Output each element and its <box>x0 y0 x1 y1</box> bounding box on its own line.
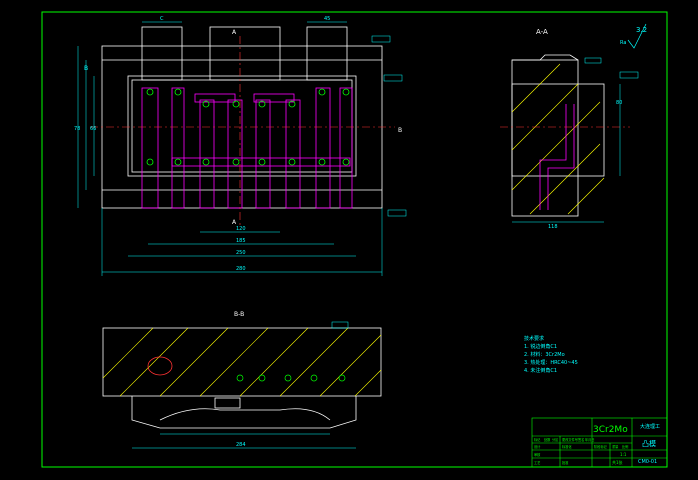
section-bb-insert <box>147 356 173 376</box>
dim-left-2: 78 <box>74 126 80 132</box>
svg-text:审核: 审核 <box>534 452 541 457</box>
dim-aa-width: 118 <box>548 224 558 230</box>
plan-holes <box>146 88 350 166</box>
svg-text:分区: 分区 <box>552 437 559 442</box>
svg-text:设计: 设计 <box>534 444 541 449</box>
tech-notes-item-4: 4. 未注倒角C1 <box>524 367 557 374</box>
title-block-stage-row: 阶段标记 重量 比例 <box>594 444 628 449</box>
svg-text:更改文件号: 更改文件号 <box>562 437 578 442</box>
dim-bottom-2: 185 <box>236 238 246 244</box>
surface-finish-prefix: Ra <box>620 40 626 46</box>
title-block-sign-rows: 设计 标准化 审核 工艺 批准 <box>534 444 572 465</box>
svg-text:标记: 标记 <box>534 437 541 442</box>
svg-text:年月日: 年月日 <box>585 437 595 442</box>
title-block-sheet: 共1张 <box>612 459 623 465</box>
svg-text:批准: 批准 <box>562 460 569 465</box>
section-aa-view <box>511 54 605 217</box>
dim-bottom-1: 120 <box>236 226 246 232</box>
svg-text:签名: 签名 <box>578 437 584 442</box>
tech-notes-item-2: 2. 材料：3Cr2Mo <box>524 351 565 358</box>
tech-notes-item-1: 1. 锐边倒角C1 <box>524 343 557 350</box>
section-aa-channels <box>539 104 575 210</box>
title-block-part-name: 凸模 <box>642 439 656 448</box>
title-block-scale: 1:1 <box>620 452 627 457</box>
dim-left-3: 66 <box>90 126 96 132</box>
outer-border <box>41 11 668 468</box>
tech-notes-title: 技术要求 <box>524 335 544 342</box>
surface-finish-value: 3.2 <box>636 26 647 34</box>
svg-text:阶段标记: 阶段标记 <box>594 444 608 449</box>
section-arrow-b: B <box>398 127 402 134</box>
section-bb-holes <box>236 374 346 382</box>
tech-notes: 技术要求 1. 锐边倒角C1 2. 材料：3Cr2Mo 3. 热处理：HRC40… <box>524 335 578 374</box>
dim-top-right: 45 <box>324 16 330 22</box>
title-block-material: 3Cr2Mo <box>593 425 628 435</box>
dim-aa-height: 80 <box>616 100 622 106</box>
section-arrow-a-top: A <box>232 29 237 36</box>
section-bb-hatch <box>102 327 382 397</box>
cooling-channels-plan <box>141 87 353 209</box>
dim-bottom-4: 280 <box>236 266 246 272</box>
plan-dimensions <box>77 21 407 276</box>
svg-text:工艺: 工艺 <box>534 460 540 465</box>
svg-text:标准化: 标准化 <box>562 444 572 449</box>
section-bb-view <box>102 327 382 429</box>
section-aa-label: A-A <box>536 28 548 36</box>
section-bb-label: B-B <box>234 311 244 318</box>
title-block-header-row: 标记 处数 分区 更改文件号 签名 年月日 <box>534 437 595 442</box>
section-arrow-a-bottom: A <box>232 219 237 226</box>
dim-bottom-3: 250 <box>236 250 246 256</box>
section-aa-hatch <box>511 63 605 215</box>
plan-centerlines <box>90 36 395 225</box>
tech-notes-item-3: 3. 热处理：HRC40~45 <box>524 359 578 366</box>
svg-text:比例: 比例 <box>622 444 628 449</box>
dim-left-1: B <box>84 65 88 72</box>
dim-bb-width: 284 <box>236 442 246 448</box>
section-aa-dims <box>512 57 639 223</box>
title-block <box>531 417 668 468</box>
svg-text:重量: 重量 <box>612 444 619 449</box>
title-block-drawing-no: CM0-01 <box>638 459 657 465</box>
title-block-company: 大连理工 <box>640 423 660 430</box>
surface-finish-symbol <box>627 23 647 49</box>
section-bb-dims <box>132 321 356 449</box>
svg-text:处数: 处数 <box>544 437 551 442</box>
dim-top-left: C <box>160 16 164 22</box>
